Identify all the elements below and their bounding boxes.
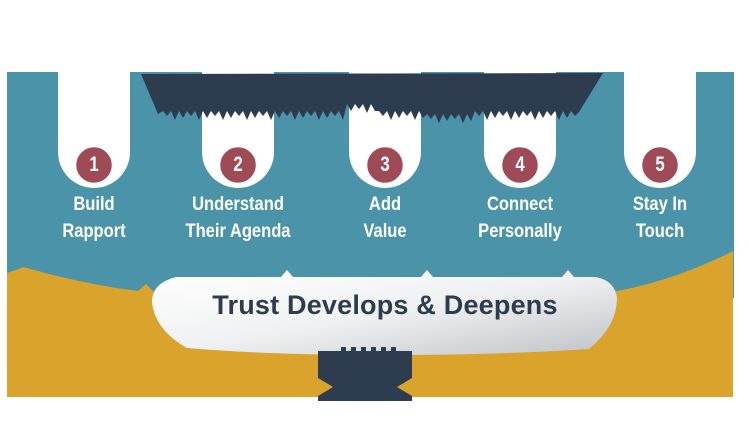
title-banner-distorted <box>141 73 603 123</box>
step-1-label-line2: Rapport <box>62 221 126 242</box>
step-1-number: 1 <box>89 153 99 176</box>
step-4-number: 4 <box>515 153 525 176</box>
step-5-label-line1: Stay In <box>632 194 688 215</box>
step-4-label-line1: Connect <box>486 194 554 215</box>
circle-2 <box>216 143 260 187</box>
step-3-number: 3 <box>380 153 390 176</box>
circle-1 <box>72 143 116 187</box>
step-2-number: 2 <box>233 153 243 176</box>
step-4-label: Connect Personally <box>455 191 586 245</box>
step-2-label-line2: Their Agenda <box>185 221 291 242</box>
step-2-label: Understand Their Agenda <box>173 191 304 245</box>
step-4-label-line2: Personally <box>478 221 562 242</box>
step-3-label-line2: Value <box>363 221 407 242</box>
circle-5 <box>638 143 682 187</box>
trust-ribbon <box>152 270 617 355</box>
step-3-label-line1: Add <box>368 194 402 215</box>
step-5-number: 5 <box>655 153 665 176</box>
step-3-label: Add Value <box>320 191 451 245</box>
step-1-label: Build Rapport <box>29 191 160 245</box>
ribbon-tail <box>318 347 412 401</box>
step-2-label-line1: Understand <box>192 194 284 215</box>
step-circles <box>72 143 682 187</box>
ribbon-label: Trust Develops & Deepens <box>212 290 558 320</box>
step-1-label-line1: Build <box>73 194 115 215</box>
circle-4 <box>498 143 542 187</box>
circle-3 <box>363 143 407 187</box>
step-5-label: Stay In Touch <box>595 191 726 245</box>
step-5-label-line2: Touch <box>635 221 685 242</box>
